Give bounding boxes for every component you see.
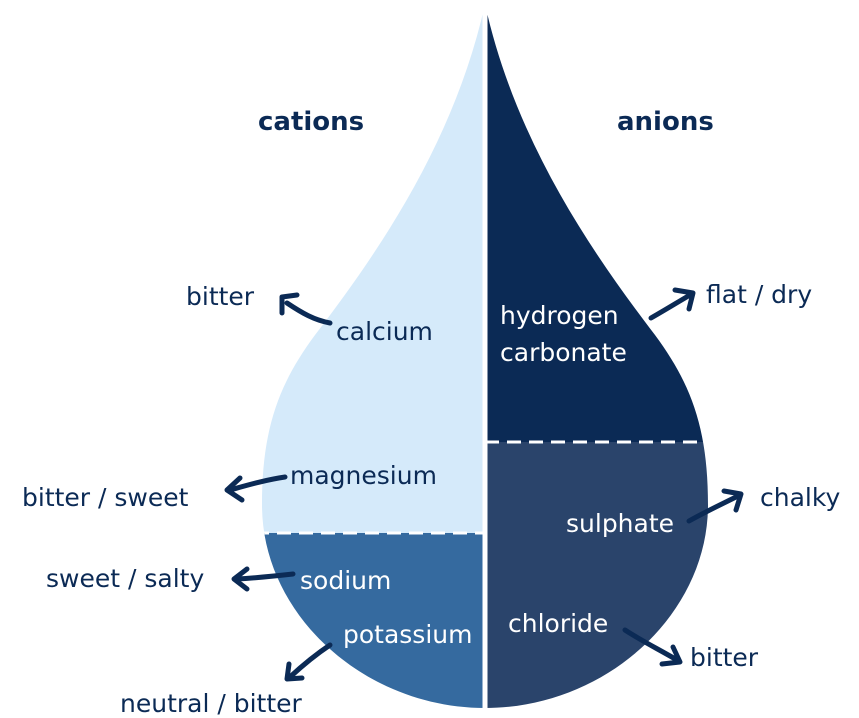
chloride-arrow bbox=[622, 627, 683, 667]
calcium-taste-label: bitter bbox=[186, 282, 255, 311]
calcium-magnesium-region bbox=[262, 4, 485, 533]
chloride-taste-label: bitter bbox=[690, 643, 759, 672]
chloride-label: chloride bbox=[508, 609, 608, 638]
calcium-arrow bbox=[279, 292, 333, 326]
magnesium-taste-label: bitter / sweet bbox=[22, 483, 189, 512]
sulphate-arrow bbox=[686, 488, 744, 524]
sulphate-taste-label: chalky bbox=[760, 483, 840, 512]
sodium-label: sodium bbox=[300, 566, 391, 595]
anions-header: anions bbox=[617, 107, 714, 137]
potassium-taste-label: neutral / bitter bbox=[120, 689, 303, 718]
calcium-label: calcium bbox=[336, 317, 433, 346]
cations-header: cations bbox=[258, 107, 364, 137]
magnesium-arrow bbox=[224, 474, 288, 503]
potassium-label: potassium bbox=[343, 620, 472, 649]
sodium-arrow bbox=[231, 566, 296, 592]
hydrogen-carbonate-region bbox=[485, 4, 708, 442]
sodium-taste-label: sweet / salty bbox=[46, 564, 204, 593]
carbonate-label: carbonate bbox=[500, 338, 627, 367]
sulphate-label: sulphate bbox=[566, 509, 674, 538]
potassium-arrow bbox=[284, 642, 333, 682]
hydrogen-carbonate-taste-label: flat / dry bbox=[706, 280, 812, 309]
hydrogen-label: hydrogen bbox=[500, 301, 619, 330]
hydrogen-carbonate-arrow bbox=[648, 287, 696, 321]
magnesium-label: magnesium bbox=[290, 461, 437, 490]
